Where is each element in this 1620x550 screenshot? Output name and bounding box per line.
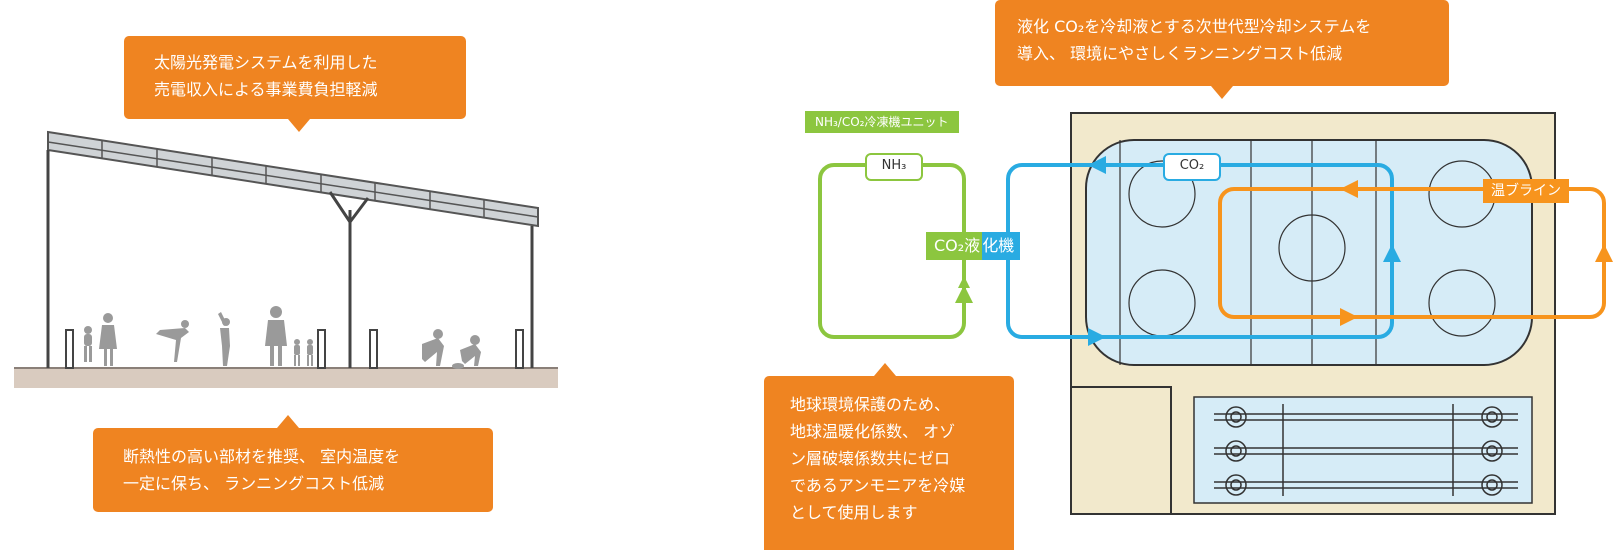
fence-posts (65, 329, 524, 369)
solar-callout-line: 太陽光発電システムを利用した (154, 53, 378, 72)
ammonia-callout-line: として使用します (790, 503, 918, 522)
callout-pointer (1211, 86, 1233, 99)
brine-flow-arrow-top (1340, 180, 1358, 198)
co2-liquefier-label: CO₂液 化機 (926, 232, 1021, 260)
rink-lines (1119, 140, 1377, 365)
solar-callout: 太陽光発電システムを利用した 売電収入による事業費負担軽減 (124, 36, 466, 132)
co2-label: CO₂ (1163, 153, 1221, 181)
insulation-callout: 断熱性の高い部材を推奨、 室内温度を 一定に保ち、 ランニングコスト低減 (93, 415, 493, 512)
solar-callout-line: 売電収入による事業費負担軽減 (154, 80, 378, 99)
rink-circles (1128, 160, 1496, 337)
ice-rink (1085, 139, 1533, 366)
co2-flow-arrow-right (1383, 244, 1401, 262)
co2-system-callout-line: 導入、 環境にやさしくランニングコスト低減 (1017, 44, 1343, 63)
co2-flow-arrow-bottom (1088, 328, 1106, 346)
people-silhouettes (84, 306, 481, 369)
callout-pointer (874, 363, 896, 376)
co2-flow-arrow-top (1088, 156, 1106, 174)
co2-liquefier-label-suffix: 化機 (982, 232, 1021, 260)
building-floor (1070, 112, 1556, 515)
warm-brine-label: 温ブライン (1483, 179, 1569, 203)
insulation-callout-line: 一定に保ち、 ランニングコスト低減 (123, 474, 385, 493)
co2-loop (1006, 163, 1394, 339)
ammonia-callout-line: 地球温暖化係数、 オゾ (790, 422, 956, 441)
sub-room (1070, 386, 1172, 515)
co2-liquefier-label-prefix: CO₂液 (926, 232, 983, 260)
brine-flow-arrow-right (1595, 244, 1613, 262)
pavilion-illustration (14, 130, 558, 388)
pavilion-columns (46, 150, 534, 368)
heat-exchanger-pipes (1214, 404, 1518, 496)
ammonia-callout-line: ン層破壊係数共にゼロ (790, 449, 951, 468)
solar-panel-dividers (101, 140, 485, 217)
nh3-flow-arrow (958, 276, 970, 288)
ammonia-callout-line: 地球環境保護のため、 (790, 395, 951, 414)
ammonia-callout: 地球環境保護のため、 地球温暖化係数、 オゾ ン層破壊係数共にゼロ であるアンモ… (764, 363, 1014, 550)
co2-system-callout: 液化 CO₂を冷却液とする次世代型冷却システムを 導入、 環境にやさしくランニン… (995, 0, 1449, 99)
callout-pointer (288, 119, 310, 132)
ground-slab (14, 368, 558, 388)
brine-flow-arrow-bottom (1340, 308, 1358, 326)
nh3-label: NH₃ (865, 153, 923, 181)
brine-loop (1218, 187, 1606, 319)
insulation-callout-line: 断熱性の高い部材を推奨、 室内温度を (123, 447, 401, 466)
refrigeration-unit-label: NH₃/CO₂冷凍機ユニット (805, 111, 959, 133)
heat-exchanger (1193, 396, 1533, 504)
ammonia-callout-line: であるアンモニアを冷媒 (790, 476, 966, 495)
co2-system-callout-line: 液化 CO₂を冷却液とする次世代型冷却システムを (1017, 17, 1372, 36)
callout-pointer (277, 415, 299, 428)
